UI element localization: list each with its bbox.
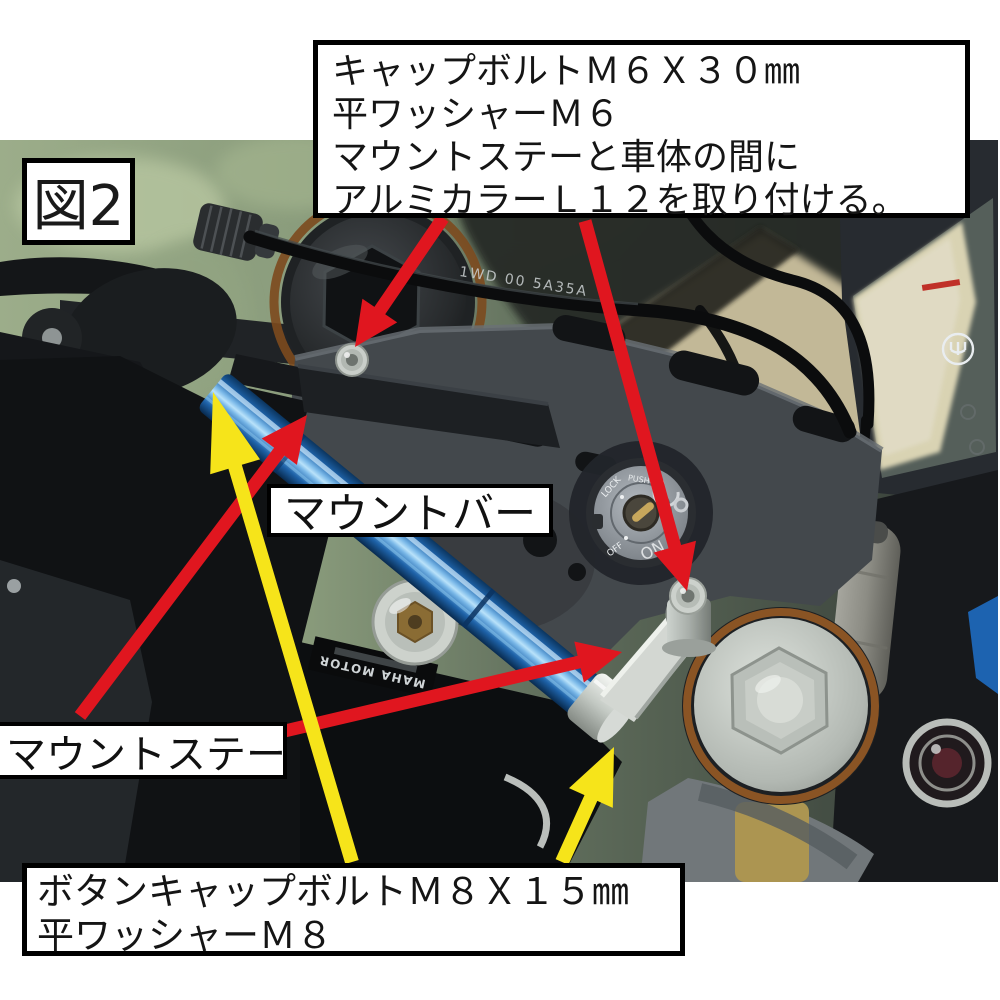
top-note-box: キャップボルトＭ６Ｘ３０㎜ 平ワッシャーＭ６ マウントステーと車体の間に アルミ… [313,40,970,221]
top-note-line-4: アルミカラーＬ１２を取り付ける。 [332,180,908,221]
mount-stay-label: マウントステー [0,722,287,779]
arrow-red-cap-bolt-right [578,219,696,592]
mount-stay-plate [600,577,716,722]
bottom-note-box: ボタンキャップボルトＭ８Ｘ１５㎜ 平ワッシャーＭ８ [22,863,685,957]
right-fork-cap [640,607,880,882]
cap-bolt-m6-left [335,343,369,377]
top-note-line-2: 平ワッシャーＭ６ [332,94,621,135]
arrow-yellow-button-bolt-right [555,747,614,865]
yamaha-logo-icon [941,332,975,366]
cap-bolt-m6-right [669,577,707,615]
arrow-yellow-button-bolt-left [210,392,359,864]
mount-bar-label-text: マウントバー [283,489,536,538]
mount-bar-label: マウントバー [267,484,553,538]
ignition-push-text: PUSH [627,473,650,485]
figure-number-badge: 図2 [22,158,135,245]
bottom-note-line-2: 平ワッシャーＭ８ [37,914,333,957]
top-note-line-1: キャップボルトＭ６Ｘ３０㎜ [332,51,801,92]
fairing-screw [7,579,21,593]
blue-fairing-edge [968,596,998,694]
mount-bar-tube [199,374,636,743]
annotation-arrows [74,214,696,865]
figure-number-text: 図2 [32,174,125,239]
display-red-line [921,279,961,291]
bodywork-graphic [503,773,551,849]
mount-stay-label-text: マウントステー [6,731,286,778]
top-note-line-3: マウントステーと車体の間に [332,137,801,178]
arrow-red-cap-bolt-left [355,214,449,347]
dash-display [838,140,998,505]
arrow-red-mount-stay-lower [270,641,622,741]
bottom-note-line-1: ボタンキャップボルトＭ８Ｘ１５㎜ [37,870,629,913]
